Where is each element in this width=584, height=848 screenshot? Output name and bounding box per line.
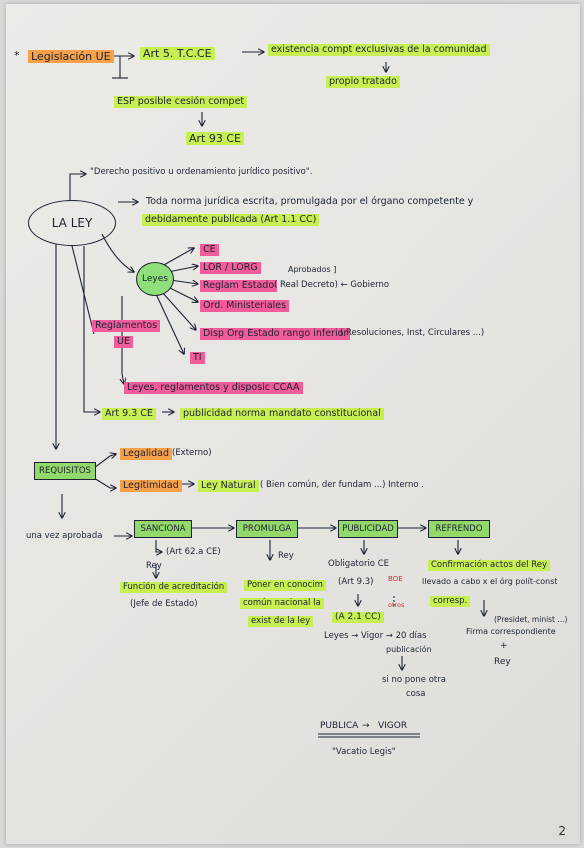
art62-note: (Art 62.a CE) — [166, 547, 221, 557]
art5-tcce-label: Art 5. T.C.CE — [140, 47, 215, 60]
real-decreto-note: ( Real Decreto) ← Gobierno — [274, 280, 390, 290]
definicion-line1: Toda norma jurídica escrita, promulgada … — [146, 196, 474, 207]
bullet-star: * — [14, 49, 20, 62]
definicion-line2: debidamente publicada (Art 1.1 CC) — [142, 214, 320, 226]
la-ley-oval: LA LEY — [28, 200, 116, 246]
requisitos-box: REQUISITOS — [34, 462, 96, 480]
existencia-compt-label: existencia compt exclusivas de la comuni… — [268, 44, 490, 56]
propio-tratado-label: propio tratado — [326, 76, 400, 88]
leyes-oval: Leyes — [136, 262, 174, 296]
otros-note: otros — [388, 601, 405, 609]
connector-lines — [6, 4, 580, 738]
legalidad-label: Legalidad — [120, 448, 172, 460]
publicidad-label: PUBLICIDAD — [342, 524, 394, 534]
poner-line2: común nacional la — [240, 598, 324, 609]
poner-line1: Poner en conocim — [244, 580, 326, 591]
si-no-pone-text: si no pone otra — [382, 675, 446, 685]
confirmacion-line3: corresp. — [430, 596, 471, 607]
confirmacion-line2: llevado a cabo x el órg polít-const — [422, 577, 558, 586]
firma-text: Firma correspondiente — [466, 627, 556, 636]
ley-natural-label: Ley Natural — [198, 480, 259, 492]
funcion-acreditacion: Función de acreditación — [120, 582, 228, 593]
ce-item: CE — [200, 244, 219, 256]
lor-lorg-item: LOR / LORG — [200, 262, 261, 274]
esp-cesion-label: ESP posible cesión compet — [114, 96, 248, 108]
la-ley-label: LA LEY — [51, 216, 93, 230]
notebook-page: * Legislación UE Art 5. T.C.CE existenci… — [6, 4, 580, 844]
sanciona-box: SANCIONA — [134, 520, 192, 538]
art93-ce-label: Art 93 CE — [186, 132, 244, 145]
disp-org-estado-item: Disp Org Estado rango inferior — [200, 328, 351, 340]
externo-note: (Externo) — [172, 448, 212, 458]
reglamentos-ue-label: Reglamentos — [92, 320, 161, 332]
cosa-text: cosa — [406, 689, 426, 699]
publica-text: PUBLICA — [320, 721, 359, 731]
reglam-estado-item: Reglam Estado — [200, 280, 278, 292]
rey-refrendo: Rey — [494, 657, 511, 667]
art93ce-item: Art 9.3 CE — [102, 408, 156, 420]
vacatio-legis-text: "Vacatio Legis" — [332, 747, 396, 757]
promulga-box: PROMULGA — [236, 520, 298, 538]
plus-sign: + — [500, 641, 508, 651]
boe-note: BOE — [388, 575, 403, 583]
ord-ministeriales-item: Ord. Ministeriales — [200, 300, 290, 312]
leyes-label: Leyes — [142, 274, 168, 284]
page-number: 2 — [558, 824, 566, 838]
refrendo-box: REFRENDO — [428, 520, 490, 538]
promulga-label: PROMULGA — [242, 524, 292, 534]
publicidad-normas-text: publicidad normas — [180, 408, 274, 420]
mandato-constitucional-text: mandato constitucional — [266, 408, 384, 420]
confirmacion-line1: Confirmación actos del Rey — [428, 560, 551, 571]
publicidad-box: PUBLICIDAD — [338, 520, 398, 538]
una-vez-aprobada-text: una vez aprobada — [26, 531, 103, 541]
refrendo-label: REFRENDO — [435, 524, 483, 534]
poner-line3: exist de la ley — [248, 616, 314, 627]
resoluciones-note: ( Resoluciones, Inst, Circulares ...) — [340, 328, 485, 338]
bien-comun-note: ( Bien común, der fundam ...) Interno . — [260, 480, 424, 490]
requisitos-label: REQUISITOS — [39, 466, 91, 476]
leyes-vigor-text: Leyes → Vigor → 20 días — [324, 631, 427, 641]
rey-sanciona: Rey — [146, 561, 162, 571]
obligatorio-ce: Obligatorio CE — [328, 559, 390, 569]
art91-note: (Art 9.3) — [338, 577, 374, 587]
publicacion-text: publicación — [386, 645, 432, 654]
legitimidad-label: Legitimidad — [120, 480, 182, 492]
derecho-positivo-text: "Derecho positivo u ordenamiento jurídic… — [90, 167, 313, 177]
rey-promulga: Rey — [278, 551, 294, 561]
legislacion-ue-label: Legislación UE — [28, 50, 114, 63]
sanciona-label: SANCIONA — [140, 524, 186, 534]
jefe-estado-note: (Jefe de Estado) — [130, 599, 198, 609]
ccaa-item: Leyes, reglamentos y disposic CCAA — [124, 382, 303, 394]
ti-item: TI — [190, 352, 205, 364]
arrow-glyph: → — [362, 721, 370, 731]
vigor-text: VIGOR — [378, 721, 408, 731]
presidente-note: (Presidet, minist ...) — [494, 615, 568, 624]
aprobados-note: Aprobados ] — [288, 265, 337, 274]
ca21-label: (A 2.1 CC) — [332, 612, 384, 623]
ue-label: UE — [114, 336, 133, 348]
